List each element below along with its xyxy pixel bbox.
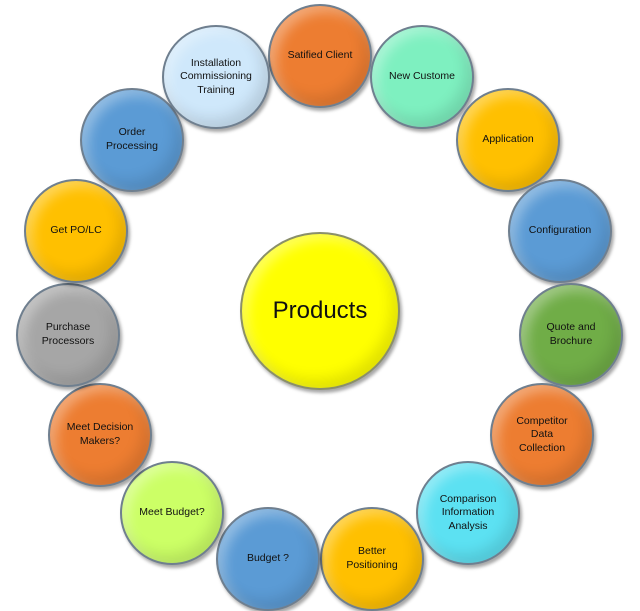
node-meet-decision-makers: Meet Decision Makers?: [48, 383, 152, 487]
node-better-positioning: Better Positioning: [320, 507, 424, 611]
node-quote-and-brochure: Quote and Brochure: [519, 283, 623, 387]
node-order-processing: Order Processing: [80, 88, 184, 192]
node-satisfied-client: Satified Client: [268, 4, 372, 108]
node-purchase-processors: Purchase Processors: [16, 283, 120, 387]
node-budget-question: Budget ?: [216, 507, 320, 611]
node-comparison-analysis: Comparison Information Analysis: [416, 461, 520, 565]
node-configuration: Configuration: [508, 179, 612, 283]
center-node-products: Products: [240, 232, 400, 390]
node-new-customer: New Custome: [370, 25, 474, 129]
node-competitor-data: Competitor Data Collection: [490, 383, 594, 487]
node-get-po-lc: Get PO/LC: [24, 179, 128, 283]
node-meet-budget: Meet Budget?: [120, 461, 224, 565]
node-application: Application: [456, 88, 560, 192]
node-installation-training: Installation Commissioning Training: [162, 25, 270, 129]
